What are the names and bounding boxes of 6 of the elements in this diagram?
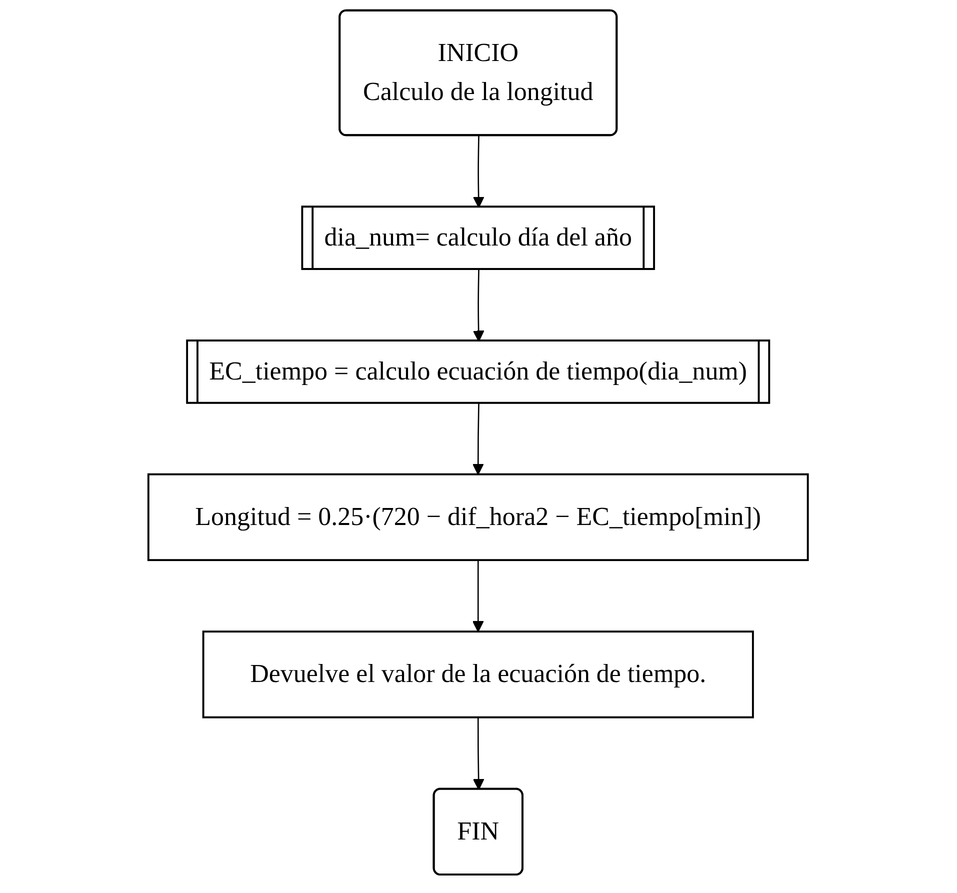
arrow <box>472 403 484 475</box>
node-box: Devuelve el valor de la ecuación de tiempo. <box>202 630 754 718</box>
arrow <box>472 560 484 632</box>
arrow <box>473 136 485 208</box>
node-box: Longitud = 0.25·(720 − dif_hora2 − EC_tiempo[min]) <box>148 473 810 562</box>
arrow <box>473 717 485 790</box>
